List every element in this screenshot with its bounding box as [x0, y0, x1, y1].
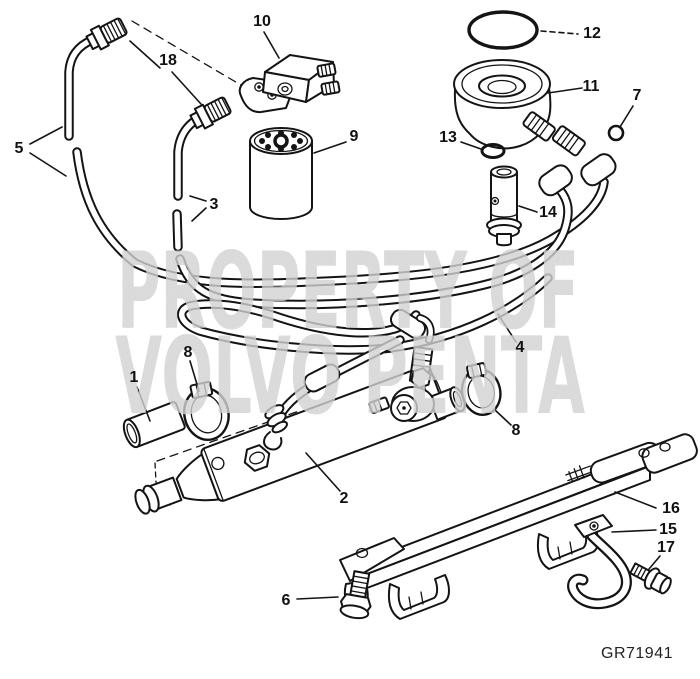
callout-11: 11: [582, 78, 600, 95]
oil-filter-part-9: [249, 127, 313, 220]
cylinder-feed-pipe: [263, 340, 400, 451]
callout-4: 4: [515, 339, 525, 356]
callout-14: 14: [539, 204, 557, 221]
sleeve-part-1: [122, 401, 186, 449]
watermark-line1: PROPERTY OF: [117, 230, 579, 353]
callout-15: 15: [659, 521, 677, 538]
svg-text:PROPERTY OF: PROPERTY OF: [117, 230, 579, 353]
hose-fitting-18a: [85, 17, 128, 51]
callout-1: 1: [129, 369, 139, 386]
callout-16: 16: [662, 500, 680, 517]
callout-13: 13: [439, 129, 457, 146]
watermark-line2: VOLVO PENTA: [115, 315, 585, 438]
leader-12: [540, 30, 579, 35]
filter-housing-part-11: [453, 59, 586, 157]
watermark: PROPERTY OF VOLVO PENTA PROPERTY OF VOLV…: [115, 230, 585, 438]
callout-10: 10: [253, 13, 271, 30]
elbow-fitting: [389, 308, 435, 389]
hose-clamp-right-part-8: [460, 362, 502, 417]
seal-ring-part-13: [480, 143, 506, 159]
screw-part-6: [339, 570, 372, 620]
hose-collar-a: [538, 164, 573, 197]
callout-3: 3: [209, 196, 219, 213]
callout-18: 18: [159, 52, 177, 69]
hose-fitting-18b: [189, 96, 232, 130]
svg-text:VOLVO PENTA: VOLVO PENTA: [115, 315, 585, 438]
leader-lines: [29, 31, 661, 600]
dashed-guide-line-top: [131, 20, 247, 89]
callout-6: 6: [281, 592, 291, 609]
callout-8: 8: [183, 344, 193, 361]
mounting-bracket-part-16: [339, 433, 698, 620]
callout-17: 17: [657, 539, 675, 556]
valve-part-14: [486, 165, 522, 247]
callout-9: 9: [349, 128, 359, 145]
callout-7: 7: [632, 87, 642, 104]
screw-part-17: [629, 562, 672, 595]
callout-5: 5: [14, 140, 24, 157]
clamp-part-15: [567, 514, 632, 610]
o-ring-part-7: [607, 124, 625, 142]
callout-12: 12: [583, 25, 601, 42]
hose-clamp-left-part-8: [183, 380, 230, 441]
steering-cylinder-part-2: [134, 364, 466, 515]
o-ring-part-12: [467, 10, 539, 50]
pump-bracket-part-10: [238, 54, 341, 114]
hose-collar-b: [580, 153, 617, 187]
drawing-number: GR71941: [601, 645, 673, 662]
callout-2: 2: [339, 490, 349, 507]
callout-8: 8: [511, 422, 521, 439]
